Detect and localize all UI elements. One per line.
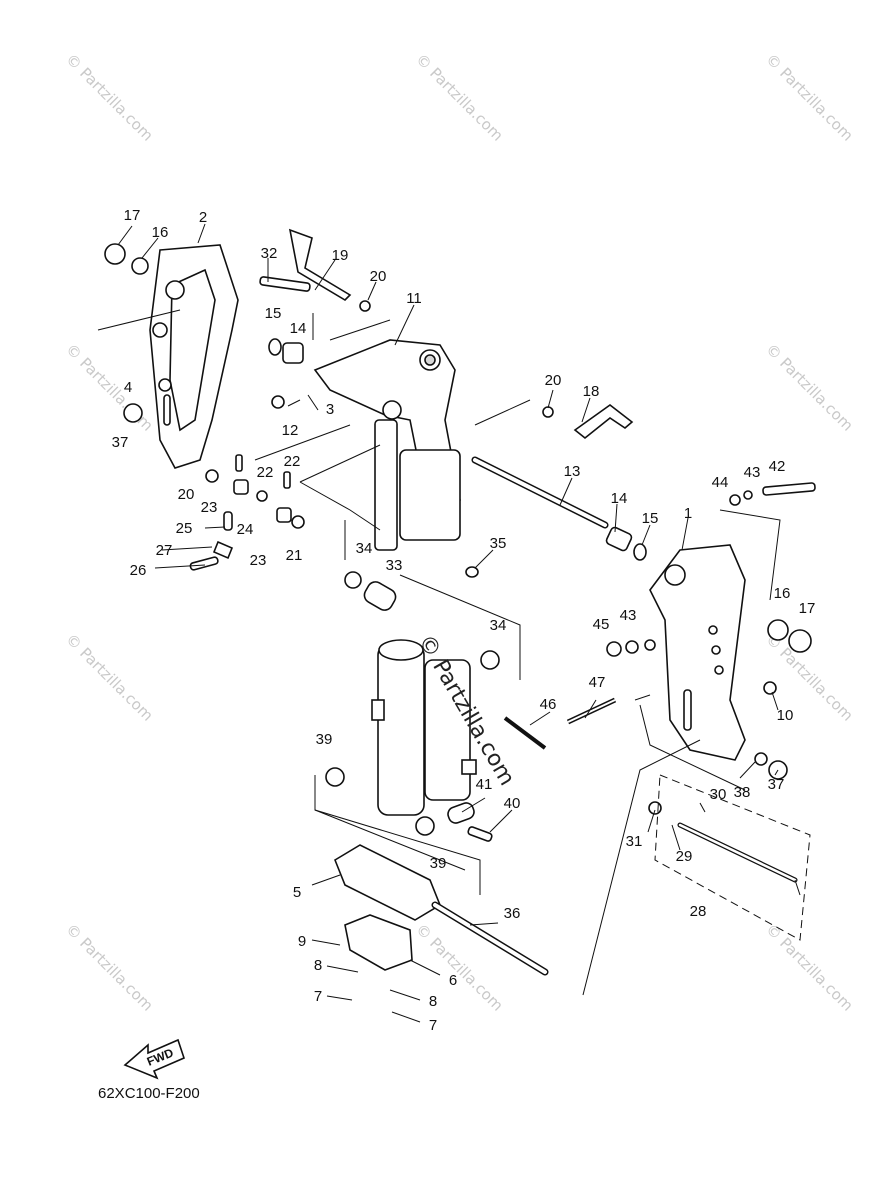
callout-24: 24 (237, 521, 254, 538)
callout-42: 42 (769, 458, 786, 475)
callout-18: 18 (583, 383, 600, 400)
callout-5: 5 (293, 884, 301, 901)
callout-35: 35 (490, 535, 507, 552)
callout-38: 38 (734, 784, 751, 801)
part-drawings (104, 228, 816, 976)
callout-23: 23 (250, 552, 267, 569)
group-outlines (97, 309, 811, 996)
callout-6: 6 (449, 972, 457, 989)
callout-43: 43 (744, 464, 761, 481)
callout-8: 8 (314, 957, 322, 974)
watermark-text: © Partzilla.com (62, 630, 157, 725)
callout-27: 27 (156, 542, 173, 559)
callout-2: 2 (199, 209, 207, 226)
callout-15: 15 (642, 510, 659, 527)
callout-16: 16 (774, 585, 791, 602)
callout-36: 36 (504, 905, 521, 922)
watermark-text: © Partzilla.com (62, 340, 157, 435)
fwd-arrow-icon: FWD (123, 1038, 185, 1080)
callout-20: 20 (545, 372, 562, 389)
callout-20: 20 (370, 268, 387, 285)
watermark-text: © Partzilla.com (762, 50, 857, 145)
callout-39: 39 (430, 855, 447, 872)
callout-33: 33 (386, 557, 403, 574)
callout-8: 8 (429, 993, 437, 1010)
callout-7: 7 (429, 1017, 437, 1034)
watermark-text: © Partzilla.com (62, 50, 157, 145)
callout-12: 12 (282, 422, 299, 439)
callout-47: 47 (589, 674, 606, 691)
callout-39: 39 (316, 731, 333, 748)
callout-46: 46 (540, 696, 557, 713)
callout-34: 34 (356, 540, 373, 557)
callout-30: 30 (710, 786, 727, 803)
callout-26: 26 (130, 562, 147, 579)
callout-32: 32 (261, 245, 278, 262)
callout-9: 9 (298, 933, 306, 950)
callout-13: 13 (564, 463, 581, 480)
callout-44: 44 (712, 474, 729, 491)
callout-11: 11 (406, 290, 422, 307)
callout-3: 3 (326, 401, 334, 418)
callout-37: 37 (768, 776, 785, 793)
callout-10: 10 (777, 707, 794, 724)
callout-29: 29 (676, 848, 693, 865)
callout-41: 41 (476, 776, 493, 793)
callout-21: 21 (286, 547, 303, 564)
watermark-text: © Partzilla.com (412, 920, 507, 1015)
callout-40: 40 (504, 795, 521, 812)
callout-22: 22 (284, 453, 301, 470)
callout-25: 25 (176, 520, 193, 537)
callout-20: 20 (178, 486, 195, 503)
callout-1: 1 (684, 505, 692, 522)
callout-43: 43 (620, 607, 637, 624)
watermark-text: © Partzilla.com (762, 340, 857, 435)
callout-layer: 1234567788910111213141415151616171718192… (112, 207, 816, 1034)
leader-lines (117, 223, 779, 1023)
watermark-text: © Partzilla.com (412, 50, 507, 145)
callout-31: 31 (626, 833, 643, 850)
callout-7: 7 (314, 988, 322, 1005)
callout-37: 37 (112, 434, 129, 451)
callout-14: 14 (611, 490, 628, 507)
callout-19: 19 (332, 247, 349, 264)
callout-17: 17 (124, 207, 141, 224)
diagram-code: 62XC100-F200 (98, 1085, 200, 1102)
watermark-text: © Partzilla.com (62, 920, 157, 1015)
callout-4: 4 (124, 379, 132, 396)
callout-14: 14 (290, 320, 307, 337)
watermark-text: © Partzilla.com (762, 920, 857, 1015)
callout-15: 15 (265, 305, 282, 322)
callout-17: 17 (799, 600, 816, 617)
callout-22: 22 (257, 464, 274, 481)
callout-45: 45 (593, 616, 610, 633)
callout-23: 23 (201, 499, 218, 516)
callout-28: 28 (690, 903, 707, 920)
callout-16: 16 (152, 224, 169, 241)
callout-34: 34 (490, 617, 507, 634)
